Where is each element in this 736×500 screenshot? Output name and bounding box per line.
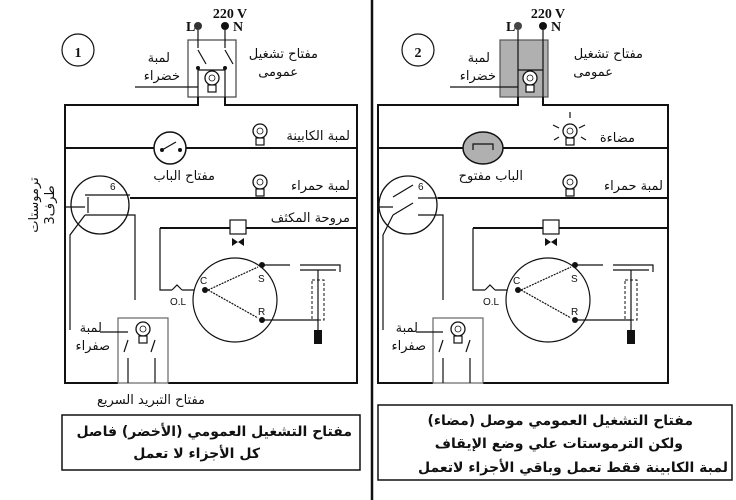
- main-switch-label-2: عمومى: [573, 65, 613, 80]
- condenser-fan-icon: [229, 219, 247, 235]
- green-lamp-label-2: خضراء: [144, 69, 180, 84]
- main-switch-label-2: عمومى: [258, 65, 298, 80]
- condenser-fan-label: مروحة المكثف: [271, 211, 350, 226]
- cabin-lamp-label: لمبة الكابينة: [286, 129, 350, 144]
- thermostat-pin: 6: [110, 182, 116, 193]
- yellow-lamp-label-1: لمبة: [396, 321, 418, 336]
- quick-freeze-label: مفتاح التبريد السريع: [97, 393, 205, 408]
- caption-2-line-2: ولكن الترموستات علي وضع الإيقاف: [435, 436, 683, 452]
- red-lamp-icon: [562, 174, 578, 197]
- yellow-lamp-label-1: لمبة: [80, 321, 102, 336]
- red-lamp-label: لمبة حمراء: [291, 179, 350, 194]
- red-lamp-label: لمبة حمراء: [604, 179, 663, 194]
- condenser-fan-icon: [542, 219, 560, 235]
- terminal-r: R: [571, 307, 578, 318]
- live-terminal: [194, 22, 202, 30]
- main-switch-label-1: مفتاح تشغيل: [249, 47, 318, 62]
- terminal-c: C: [200, 276, 207, 287]
- yellow-lamp-label-2: صفراء: [391, 339, 426, 354]
- caption-1-line-1: مفتاح التشغيل العمومي (الأخضر) فاصل: [77, 423, 352, 440]
- green-lamp-label-1: لمبة: [148, 51, 170, 66]
- yellow-lamp-label-2: صفراء: [75, 339, 110, 354]
- thermostat-label-2: 3طرف: [43, 185, 58, 224]
- terminal-r: R: [258, 307, 265, 318]
- panel-1: 1 220 V L N مفتاح تشغيل عمومى لمبة خضراء…: [27, 7, 361, 471]
- terminal-c: C: [513, 276, 520, 287]
- live-label: L: [186, 20, 195, 35]
- caption-2-line-3: لمبة الكابينة فقط تعمل وباقي الأجزاء لات…: [418, 459, 728, 476]
- panel-2: 2 220 V L N مفتاح تشغيل عمومى لمبة خضراء…: [377, 7, 733, 481]
- panel-number: 1: [75, 46, 82, 61]
- green-lamp-label-2: خضراء: [460, 69, 496, 84]
- compressor-icon: [505, 257, 591, 343]
- thermostat-icon[interactable]: [70, 175, 130, 235]
- door-switch-icon[interactable]: [153, 131, 187, 165]
- voltage-label: 220 V: [213, 7, 247, 22]
- neutral-label: N: [551, 20, 561, 35]
- neutral-label: N: [233, 20, 243, 35]
- door-switch-label: الباب مفتوح: [459, 169, 523, 184]
- door-switch-label: مفتاح الباب: [153, 169, 215, 184]
- overload-label: O.L: [483, 297, 500, 308]
- terminal-s: S: [571, 274, 578, 285]
- caption-box-2: [377, 404, 733, 481]
- terminal-s: S: [258, 274, 265, 285]
- panel-number-circle: [61, 33, 95, 67]
- caption-box-1: [61, 414, 361, 471]
- main-switch-box-on: [499, 39, 549, 98]
- voltage-label: 220 V: [531, 7, 565, 22]
- thermostat-off-icon[interactable]: [378, 175, 438, 235]
- thermostat-pin: 6: [418, 182, 424, 193]
- caption-1-line-2: كل الأجزاء لا تعمل: [133, 445, 261, 462]
- live-label: L: [506, 20, 515, 35]
- panel-number: 2: [415, 46, 422, 61]
- thermostat-label-1: ترموستات: [27, 177, 42, 233]
- cabin-lamp-lit-icon: [562, 123, 578, 146]
- overload-label: O.L: [170, 297, 187, 308]
- red-lamp-icon: [252, 174, 268, 197]
- cabin-lamp-label: مضاءة: [600, 131, 635, 146]
- main-switch-label-1: مفتاح تشغيل: [574, 47, 643, 62]
- relay-coil-icon: [311, 279, 325, 321]
- caption-2-line-1: مفتاح التشغيل العمومي موصل (مضاء): [427, 413, 693, 429]
- green-lamp-label-1: لمبة: [468, 51, 490, 66]
- door-switch-open-icon[interactable]: [462, 131, 504, 165]
- cabin-lamp-icon: [252, 123, 268, 146]
- neutral-terminal: [221, 22, 229, 30]
- compressor-icon: [192, 257, 278, 343]
